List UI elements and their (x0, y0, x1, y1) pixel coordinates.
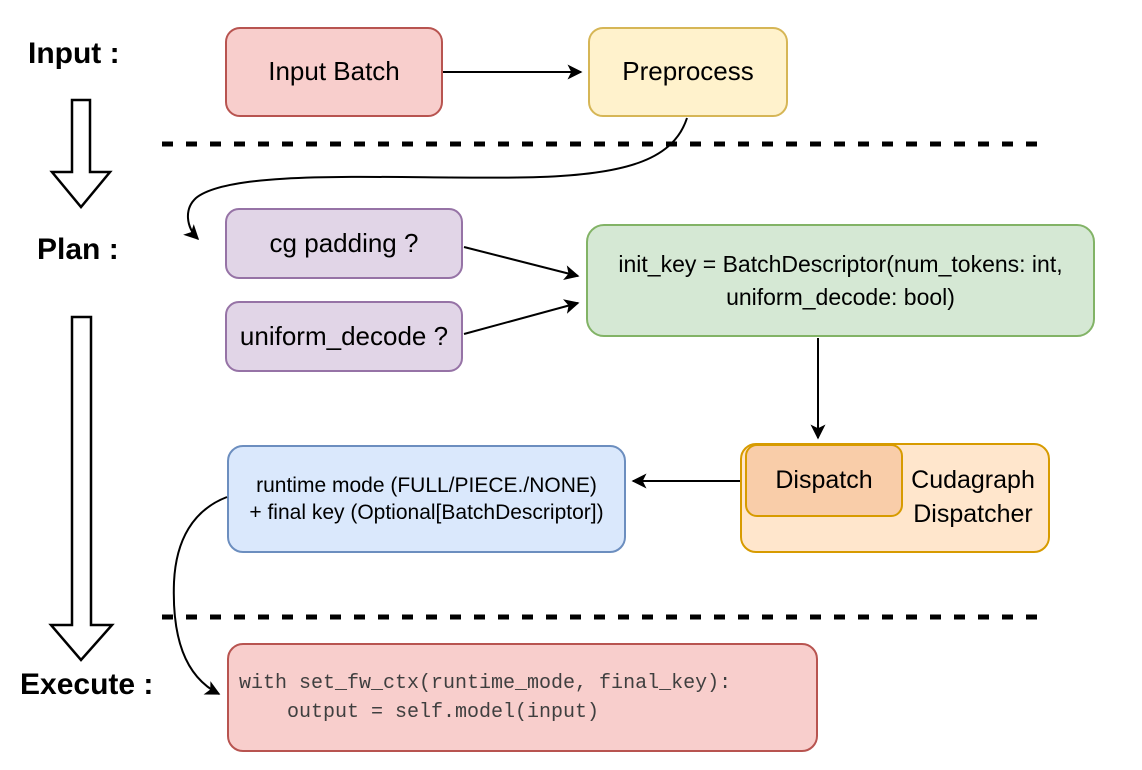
node-execute-code-line1: with set_fw_ctx(runtime_mode, final_key)… (239, 671, 732, 695)
node-cg-padding-label: cg padding ? (269, 227, 419, 258)
node-runtime-mode-line1: runtime mode (FULL/PIECE./NONE) (256, 473, 597, 497)
node-preprocess-label: Preprocess (622, 56, 754, 87)
node-init-key-line2: uniform_decode: bool) (726, 283, 955, 310)
node-execute-code-line2: output = self.model(input) (239, 700, 600, 724)
stage-label-input: Input : (28, 37, 120, 70)
node-execute-code: with set_fw_ctx(runtime_mode, final_key)… (227, 643, 818, 752)
node-cudagraph-dispatcher-line1: Cudagraph (911, 466, 1035, 495)
stage-arrow-plan-to-execute-icon (48, 315, 115, 662)
stage-arrow-input-to-plan-icon (49, 98, 113, 209)
node-dispatch: Dispatch (745, 444, 903, 517)
node-input-batch-label: Input Batch (268, 56, 400, 87)
node-init-key: init_key = BatchDescriptor(num_tokens: i… (586, 224, 1095, 337)
arrow-runtime-mode-to-execute-code (172, 496, 228, 695)
node-preprocess: Preprocess (588, 27, 788, 117)
node-uniform-decode: uniform_decode ? (225, 301, 463, 372)
node-cg-padding: cg padding ? (225, 208, 463, 279)
node-uniform-decode-label: uniform_decode ? (239, 320, 449, 351)
arrow-uniform-decode-to-init-key (463, 299, 580, 335)
node-runtime-mode-line2: + final key (Optional[BatchDescriptor]) (249, 501, 604, 524)
node-runtime-mode: runtime mode (FULL/PIECE./NONE) + final … (227, 445, 626, 553)
node-init-key-line1: init_key = BatchDescriptor(num_tokens: i… (618, 251, 1063, 278)
node-dispatch-label: Dispatch (775, 466, 873, 495)
stage-label-execute: Execute : (20, 668, 154, 701)
arrow-cg-padding-to-init-key (463, 246, 580, 280)
node-input-batch: Input Batch (225, 27, 443, 117)
node-cudagraph-dispatcher-label: Cudagraph Dispatcher (896, 446, 1050, 550)
stage-label-plan: Plan : (37, 233, 119, 266)
node-cudagraph-dispatcher-line2: Dispatcher (913, 500, 1033, 528)
